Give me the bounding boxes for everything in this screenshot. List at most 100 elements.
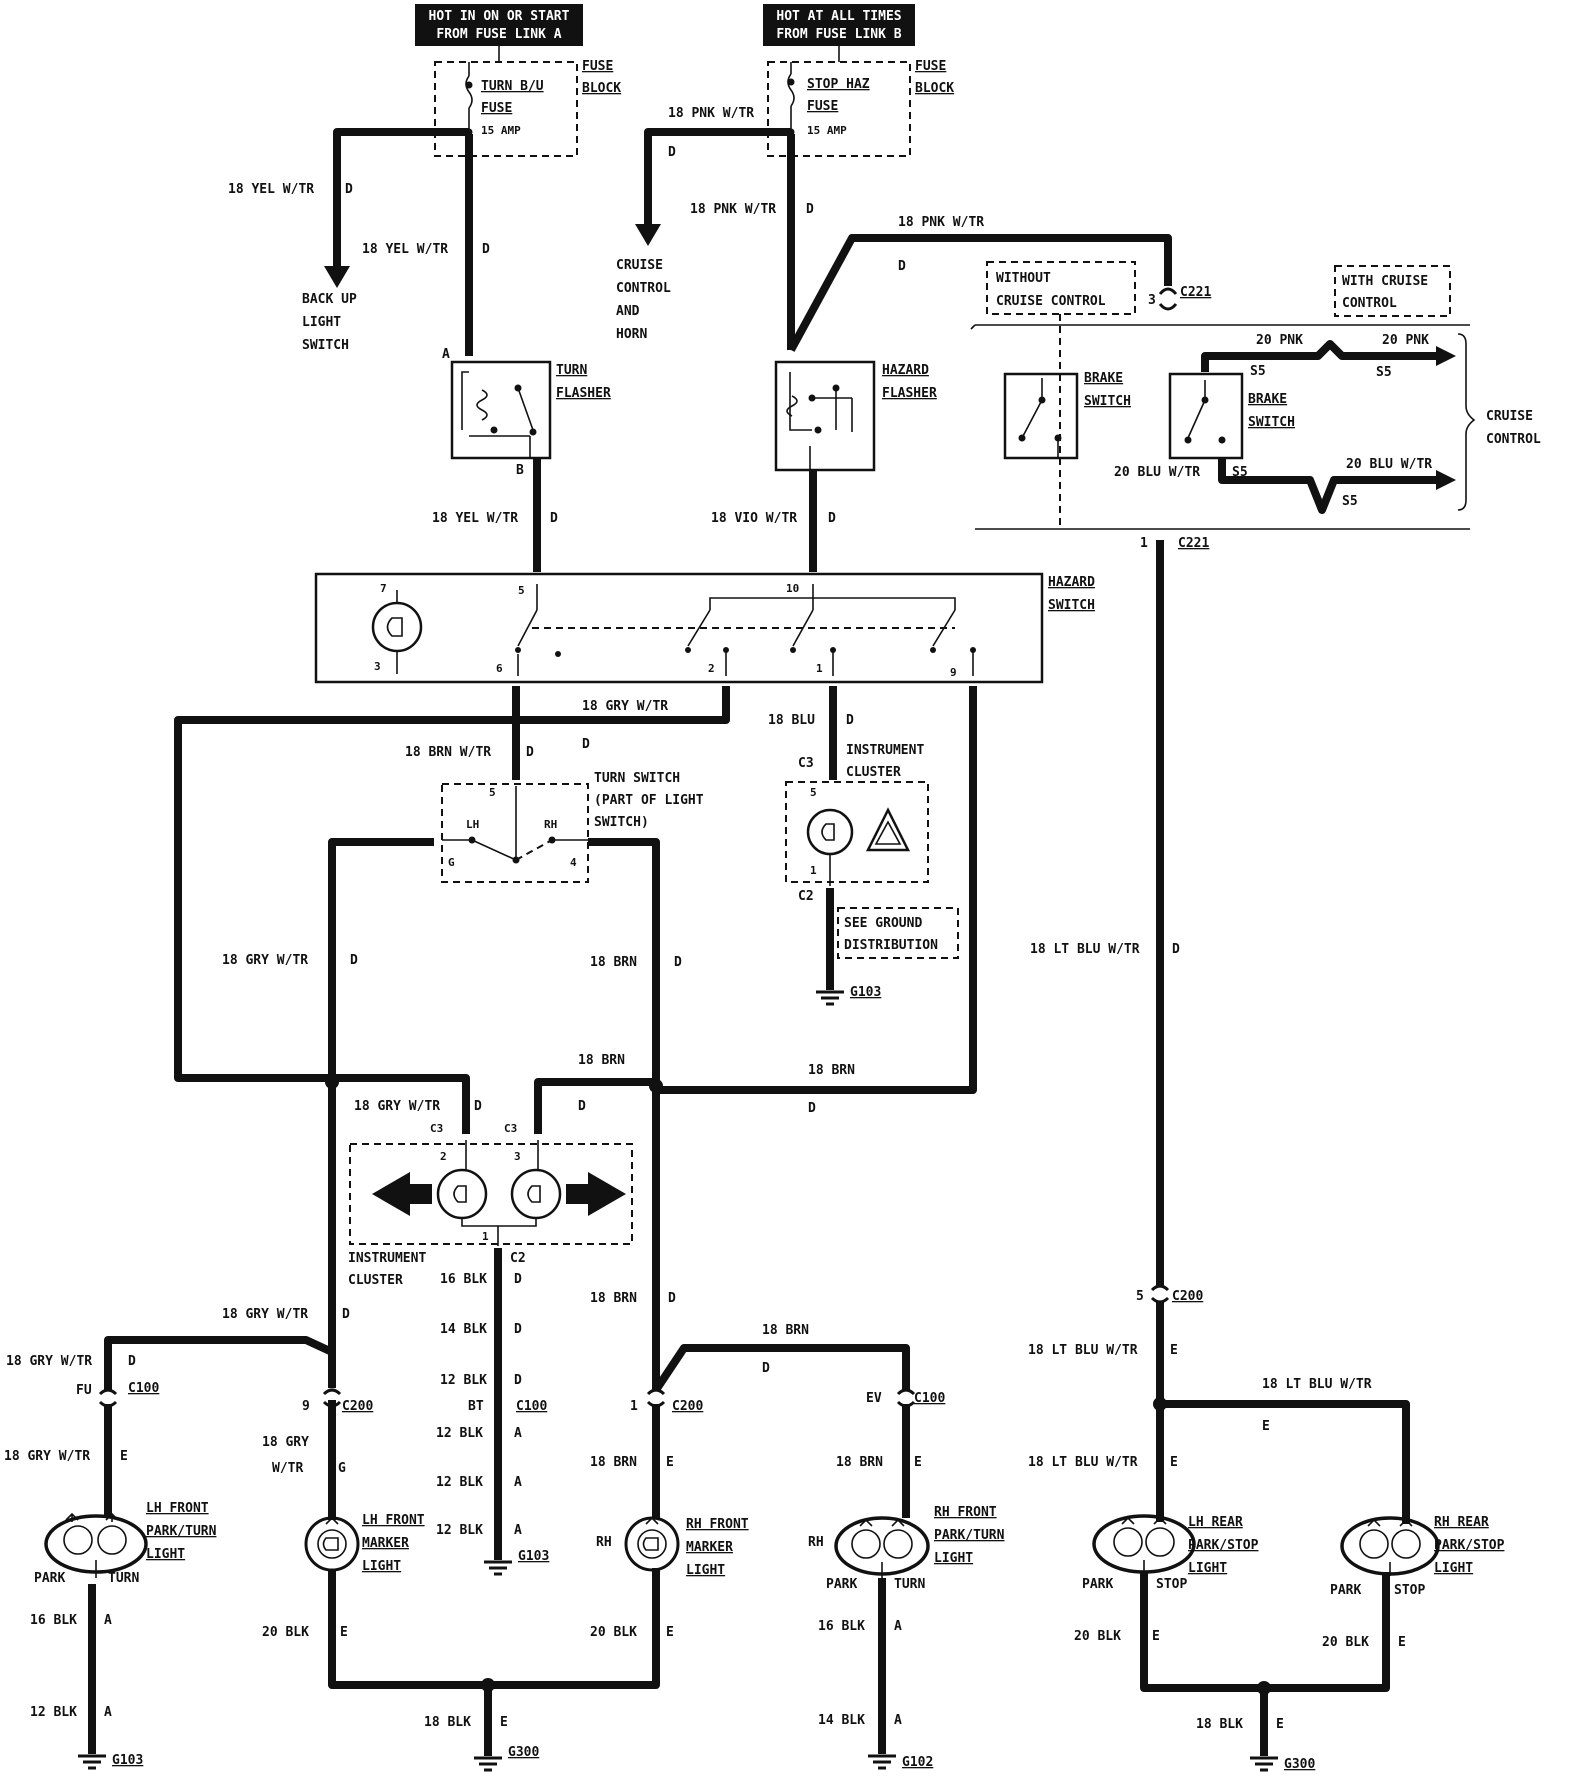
svg-text:20 BLU W/TR: 20 BLU W/TR — [1346, 457, 1432, 472]
svg-text:E: E — [1276, 1717, 1284, 1732]
svg-text:2: 2 — [708, 662, 715, 675]
svg-text:14 BLK: 14 BLK — [440, 1322, 487, 1337]
svg-text:E: E — [340, 1625, 348, 1640]
svg-text:D: D — [668, 145, 676, 160]
svg-text:CONTROL: CONTROL — [1342, 296, 1397, 311]
svg-text:WITH CRUISE: WITH CRUISE — [1342, 274, 1428, 289]
svg-text:MARKER: MARKER — [362, 1536, 409, 1551]
svg-text:18 BRN: 18 BRN — [590, 955, 637, 970]
svg-text:LH: LH — [466, 818, 479, 831]
svg-text:E: E — [1398, 1635, 1406, 1650]
svg-text:SWITCH: SWITCH — [1048, 598, 1095, 613]
svg-text:A: A — [894, 1713, 902, 1728]
fuse-block-a: TURN B/U FUSE 15 AMP FUSE BLOCK — [434, 46, 621, 157]
svg-text:20 BLK: 20 BLK — [1074, 1629, 1121, 1644]
svg-text:C221: C221 — [1178, 536, 1209, 551]
svg-text:A: A — [104, 1613, 112, 1628]
svg-text:E: E — [666, 1625, 674, 1640]
svg-text:PARK/STOP: PARK/STOP — [1434, 1538, 1505, 1553]
svg-text:20 BLU W/TR: 20 BLU W/TR — [1114, 465, 1200, 480]
svg-text:TURN B/U: TURN B/U — [481, 79, 544, 94]
ground-g300-right: G300 — [1250, 1756, 1315, 1772]
svg-text:18 BRN: 18 BRN — [808, 1063, 855, 1078]
svg-text:12 BLK: 12 BLK — [436, 1475, 483, 1490]
svg-text:B: B — [516, 463, 524, 478]
svg-text:D: D — [514, 1373, 522, 1388]
svg-text:HOT IN ON OR START: HOT IN ON OR START — [429, 9, 570, 24]
svg-text:20 BLK: 20 BLK — [590, 1625, 637, 1640]
svg-text:FUSE: FUSE — [915, 59, 946, 74]
svg-text:14 BLK: 14 BLK — [818, 1713, 865, 1728]
svg-text:INSTRUMENT: INSTRUMENT — [846, 743, 924, 758]
turn-switch: 5 LH RH G 4 TURN SWITCH (PART OF LIGHT S… — [441, 771, 704, 883]
svg-text:D: D — [582, 737, 590, 752]
svg-text:3: 3 — [374, 660, 381, 673]
svg-text:E: E — [1170, 1455, 1178, 1470]
svg-text:20 BLK: 20 BLK — [262, 1625, 309, 1640]
svg-text:E: E — [666, 1455, 674, 1470]
wires-middle — [174, 686, 977, 1352]
svg-text:PARK: PARK — [1082, 1577, 1113, 1592]
svg-text:18 BLK: 18 BLK — [424, 1715, 471, 1730]
svg-text:15 AMP: 15 AMP — [481, 124, 521, 137]
svg-text:E: E — [1152, 1629, 1160, 1644]
svg-text:LH REAR: LH REAR — [1188, 1515, 1243, 1530]
svg-text:C221: C221 — [1180, 285, 1211, 300]
svg-text:LIGHT: LIGHT — [146, 1547, 185, 1562]
svg-text:PARK: PARK — [1330, 1583, 1361, 1598]
svg-text:18 GRY W/TR: 18 GRY W/TR — [222, 953, 308, 968]
svg-text:D: D — [474, 1099, 482, 1114]
svg-text:RH: RH — [544, 818, 557, 831]
svg-text:18 GRY W/TR: 18 GRY W/TR — [222, 1307, 308, 1322]
svg-text:G103: G103 — [850, 985, 881, 1000]
svg-text:12 BLK: 12 BLK — [30, 1705, 77, 1720]
fuse-block-b: STOP HAZ FUSE 15 AMP FUSE BLOCK — [767, 46, 954, 157]
svg-text:SWITCH): SWITCH) — [594, 815, 649, 830]
svg-text:1: 1 — [1140, 536, 1148, 551]
lh-front-marker-light: LH FRONT MARKER LIGHT — [304, 1513, 425, 1574]
svg-text:18 BRN: 18 BRN — [762, 1323, 809, 1338]
wires-rear — [1140, 1284, 1410, 1756]
svg-text:FUSE: FUSE — [481, 101, 512, 116]
svg-text:FU: FU — [76, 1383, 92, 1398]
svg-text:18 PNK W/TR: 18 PNK W/TR — [898, 215, 984, 230]
svg-text:G103: G103 — [518, 1549, 549, 1564]
svg-text:FUSE: FUSE — [582, 59, 613, 74]
cruise-control-section: 3 C221 WITHOUT CRUISE CONTROL WITH CRUIS… — [970, 261, 1541, 551]
svg-text:12 BLK: 12 BLK — [436, 1426, 483, 1441]
svg-text:1: 1 — [810, 864, 817, 877]
svg-text:G: G — [448, 856, 455, 869]
svg-text:E: E — [500, 1715, 508, 1730]
svg-text:PARK: PARK — [826, 1577, 857, 1592]
svg-text:18 PNK W/TR: 18 PNK W/TR — [690, 202, 776, 217]
svg-text:CLUSTER: CLUSTER — [846, 765, 901, 780]
svg-text:C2: C2 — [798, 889, 814, 904]
svg-text:18 LT BLU W/TR: 18 LT BLU W/TR — [1028, 1343, 1138, 1358]
svg-text:16 BLK: 16 BLK — [30, 1613, 77, 1628]
svg-text:DISTRIBUTION: DISTRIBUTION — [844, 938, 938, 953]
svg-text:C3: C3 — [798, 756, 814, 771]
svg-text:CLUSTER: CLUSTER — [348, 1273, 403, 1288]
svg-text:18 YEL W/TR: 18 YEL W/TR — [228, 182, 314, 197]
svg-text:E: E — [1262, 1419, 1270, 1434]
svg-text:SWITCH: SWITCH — [302, 338, 349, 353]
svg-text:18 GRY: 18 GRY — [262, 1435, 309, 1450]
conn-c200-lh — [322, 1388, 342, 1396]
svg-text:7: 7 — [380, 582, 387, 595]
svg-text:18 YEL W/TR: 18 YEL W/TR — [432, 511, 518, 526]
svg-text:FLASHER: FLASHER — [882, 386, 937, 401]
svg-text:5: 5 — [810, 786, 817, 799]
svg-text:A: A — [514, 1523, 522, 1538]
svg-text:18 GRY W/TR: 18 GRY W/TR — [6, 1354, 92, 1369]
svg-text:STOP: STOP — [1156, 1577, 1187, 1592]
svg-text:G103: G103 — [112, 1753, 143, 1768]
svg-text:12 BLK: 12 BLK — [440, 1373, 487, 1388]
svg-text:(PART OF LIGHT: (PART OF LIGHT — [594, 793, 704, 808]
svg-text:18 GRY W/TR: 18 GRY W/TR — [4, 1449, 90, 1464]
svg-text:BLOCK: BLOCK — [915, 81, 954, 96]
svg-text:D: D — [674, 955, 682, 970]
wires-top — [324, 128, 1178, 356]
svg-text:BRAKE: BRAKE — [1084, 371, 1123, 386]
svg-text:E: E — [120, 1449, 128, 1464]
svg-text:RH FRONT: RH FRONT — [686, 1517, 749, 1532]
